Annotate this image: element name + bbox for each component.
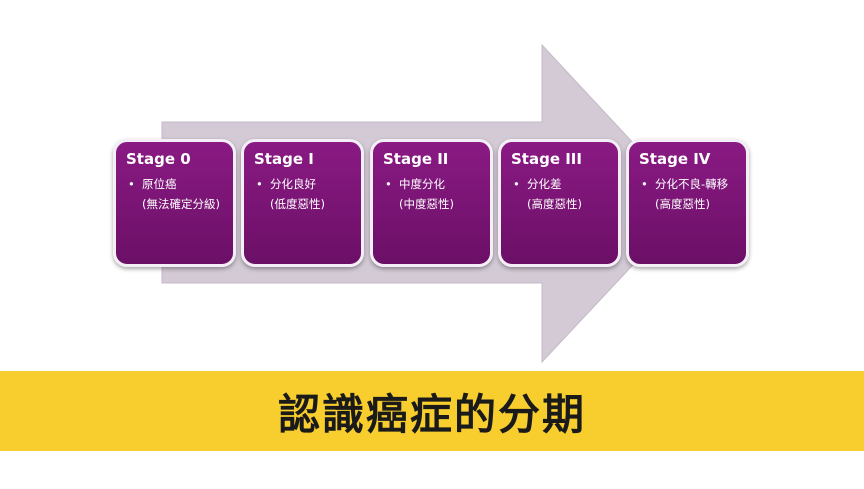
stage-description: •分化差 <box>511 174 610 194</box>
banner-title: 認識癌症的分期 <box>277 389 586 439</box>
stage-1-box: Stage I •分化良好 (低度惡性) <box>241 139 364 267</box>
stage-4-box: Stage IV •分化不良-轉移 (高度惡性) <box>626 139 749 267</box>
stage-description: •原位癌 <box>126 174 225 194</box>
stage-title: Stage II <box>383 150 449 168</box>
stage-malignancy: (低度惡性) <box>270 197 325 211</box>
bullet-icon: • <box>641 177 648 191</box>
stage-malignancy: (中度惡性) <box>399 197 454 211</box>
stage-malignancy: (無法確定分級) <box>142 197 220 211</box>
stage-title: Stage I <box>254 150 314 168</box>
stage-title: Stage III <box>511 150 582 168</box>
stage-2-box: Stage II •中度分化 (中度惡性) <box>370 139 493 267</box>
stage-description: •中度分化 <box>383 174 482 194</box>
bullet-icon: • <box>385 177 392 191</box>
title-banner: 認識癌症的分期 <box>0 371 864 451</box>
bullet-icon: • <box>128 177 135 191</box>
stage-0-box: Stage 0 •原位癌 (無法確定分級) <box>113 139 236 267</box>
bullet-icon: • <box>256 177 263 191</box>
stage-description: •分化良好 <box>254 174 353 194</box>
stage-title: Stage 0 <box>126 150 191 168</box>
stage-title: Stage IV <box>639 150 711 168</box>
stage-description: •分化不良-轉移 <box>639 174 738 194</box>
stage-malignancy: (高度惡性) <box>527 197 582 211</box>
bullet-icon: • <box>513 177 520 191</box>
stage-malignancy: (高度惡性) <box>655 197 710 211</box>
stage-3-box: Stage III •分化差 (高度惡性) <box>498 139 621 267</box>
